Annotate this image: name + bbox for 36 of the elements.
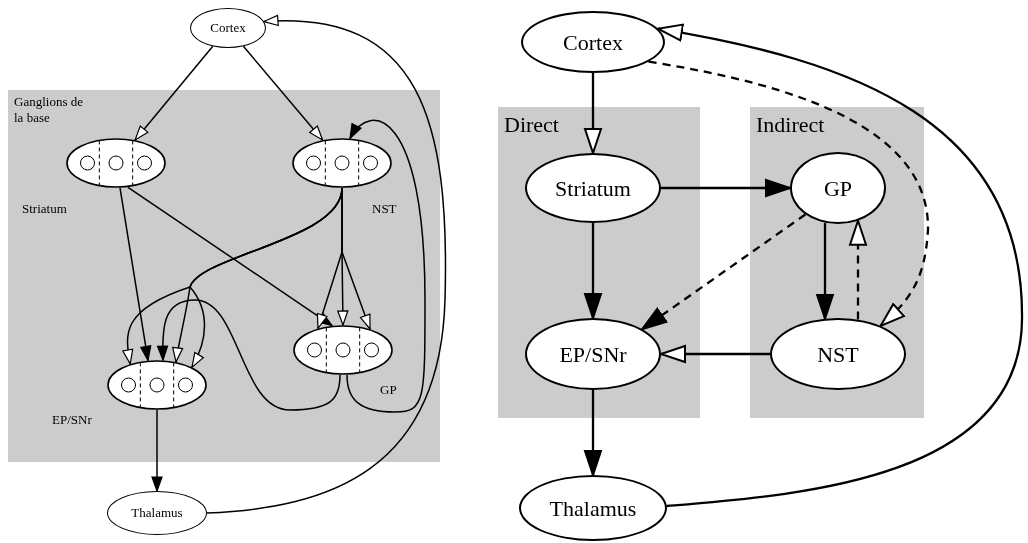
- arrow: [849, 219, 867, 320]
- arrow: [584, 390, 602, 476]
- arrow: [661, 179, 791, 197]
- arrow: [151, 409, 163, 492]
- arrow: [119, 187, 152, 362]
- arrow: [127, 186, 333, 327]
- region-label: EP/SNr: [52, 411, 92, 429]
- oval-node: Thalamus: [107, 491, 207, 535]
- oval-node: Striatum: [525, 153, 661, 223]
- group-panel: [8, 90, 440, 462]
- arrow: [816, 222, 834, 320]
- arrow: [157, 299, 341, 411]
- arrow: [242, 45, 324, 141]
- arrow: [134, 45, 214, 141]
- arrow: [656, 24, 1024, 508]
- arrow: [346, 119, 426, 413]
- oval-node: Cortex: [521, 11, 665, 73]
- group-title: Indirect: [756, 111, 825, 139]
- oval-node: NST: [770, 318, 906, 390]
- group-title: Ganglions de la base: [14, 94, 84, 127]
- arrow: [648, 60, 930, 327]
- group-title: Direct: [504, 111, 559, 139]
- region-label: Striatum: [22, 200, 67, 218]
- arrow: [584, 223, 602, 319]
- region-label: GP: [380, 381, 397, 399]
- arrow: [660, 345, 770, 363]
- region-label: NST: [372, 200, 397, 218]
- group-panel: [750, 107, 924, 418]
- group-panel: [498, 107, 700, 418]
- arrow: [641, 213, 807, 331]
- oval-node: Thalamus: [519, 475, 667, 541]
- arrow: [584, 73, 602, 154]
- oval-node: Cortex: [190, 8, 266, 48]
- oval-node: EP/SNr: [525, 318, 661, 390]
- oval-node: GP: [790, 152, 886, 224]
- arrow: [206, 15, 447, 514]
